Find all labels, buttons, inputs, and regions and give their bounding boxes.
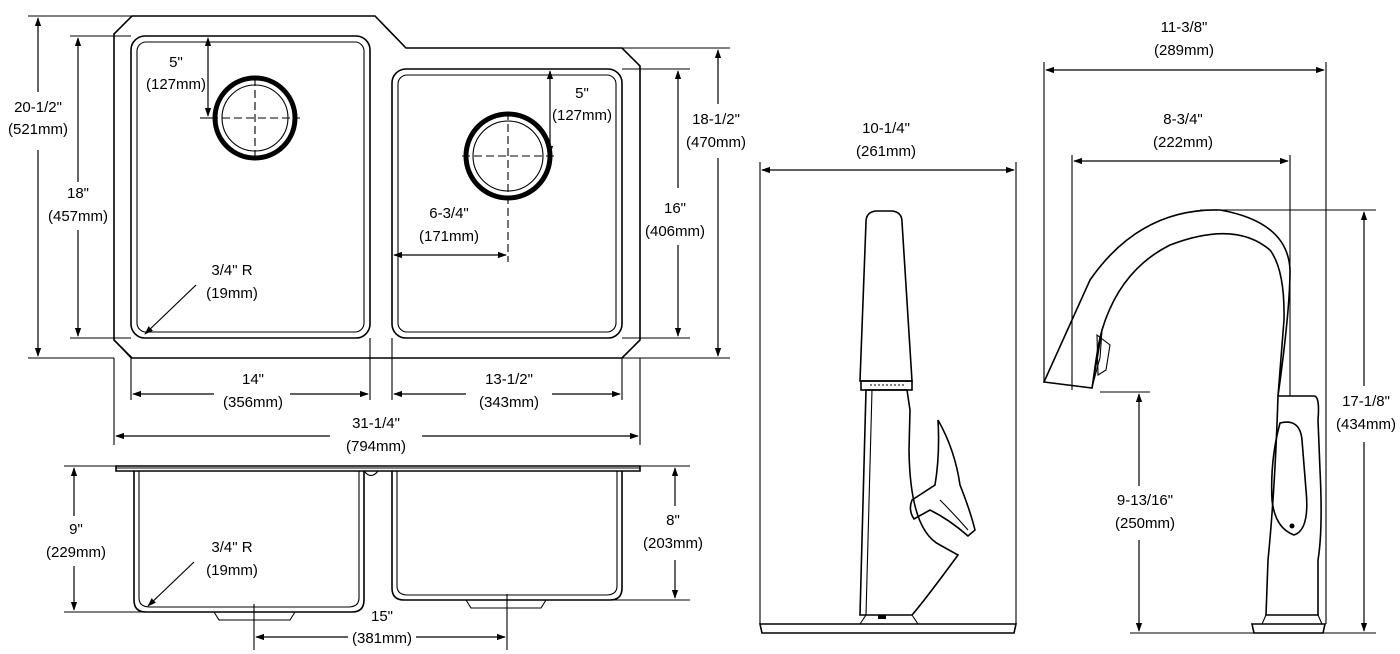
deck-width-imperial: 10-1/4" — [862, 120, 910, 137]
drain-offset-left-metric: (127mm) — [146, 76, 206, 93]
drain-offset-right-metric: (127mm) — [552, 107, 612, 124]
drain-offset-left-imperial: 5" — [169, 54, 183, 71]
right-overall-height-metric: (470mm) — [686, 134, 746, 151]
faucet-body-side — [1265, 395, 1322, 616]
reach-overall-metric: (289mm) — [1154, 42, 1214, 59]
right-depth-imperial: 8" — [666, 512, 680, 529]
corner-radius-side-metric: (19mm) — [206, 562, 258, 579]
overall-width-imperial: 31-1/4" — [352, 415, 400, 432]
deck-plate-side — [1251, 623, 1326, 634]
drain-from-edge-imperial: 6-3/4" — [429, 205, 469, 222]
corner-radius-side-imperial: 3/4" R — [211, 539, 252, 556]
spout-height-metric: (250mm) — [1115, 515, 1175, 532]
spray-head-front — [859, 210, 913, 382]
left-depth-imperial: 9" — [69, 521, 83, 538]
left-bowl-height-imperial: 18" — [67, 185, 89, 202]
deck-width-metric: (261mm) — [856, 143, 916, 160]
left-depth-metric: (229mm) — [46, 544, 106, 561]
right-bowl-height-metric: (406mm) — [645, 223, 705, 240]
spout-height-imperial: 9-13/16" — [1117, 492, 1173, 509]
overall-width-metric: (794mm) — [346, 438, 406, 455]
left-drain — [210, 75, 300, 161]
right-bowl-height-imperial: 16" — [664, 200, 686, 217]
right-bowl-outer — [391, 68, 623, 339]
drain-spacing-metric: (381mm) — [352, 630, 412, 647]
left-bowl-inner — [136, 41, 365, 333]
left-bowl-side — [133, 471, 365, 613]
spout-arc — [1042, 209, 1291, 397]
corner-radius-top-imperial: 3/4" R — [211, 262, 252, 279]
drain-from-edge-metric: (171mm) — [419, 228, 479, 245]
sink-side-view: 9" (229mm) 3/4" R (19mm) 8" (203mm) 15" … — [46, 465, 703, 650]
right-depth-metric: (203mm) — [643, 535, 703, 552]
faucet-body-front — [859, 389, 960, 616]
reach-overall-imperial: 11-3/8" — [1161, 19, 1208, 36]
handle-lever-side — [1270, 421, 1308, 536]
left-bowl-height-metric: (457mm) — [48, 208, 108, 225]
right-overall-height-imperial: 18-1/2" — [692, 111, 740, 128]
left-bowl-width-metric: (356mm) — [223, 394, 283, 411]
sink-rim — [115, 465, 641, 472]
overall-height-faucet-imperial: 17-1/8" — [1342, 393, 1390, 410]
spout-reach-imperial: 8-3/4" — [1163, 111, 1203, 128]
overall-height-faucet-metric: (434mm) — [1336, 416, 1396, 433]
spout-reach-metric: (222mm) — [1153, 134, 1213, 151]
overall-height-imperial: 20-1/2" — [14, 99, 62, 116]
faucet-front-view: 10-1/4" (261mm) — [759, 120, 1017, 634]
deck-plate — [759, 623, 1017, 634]
overall-height-metric: (521mm) — [8, 121, 68, 138]
faucet-side-view: 11-3/8" (289mm) 8-3/4" (222mm) 9-13/16" … — [1042, 19, 1396, 634]
corner-radius-top-metric: (19mm) — [206, 285, 258, 302]
right-bowl-side — [391, 471, 623, 601]
right-bowl-width-metric: (343mm) — [479, 394, 539, 411]
drain-offset-right-imperial: 5" — [575, 85, 589, 102]
right-drain — [462, 111, 556, 262]
sink-top-outline — [113, 15, 641, 359]
sink-top-view: 20-1/2" (521mm) 18" (457mm) 5" (127mm) 5… — [8, 15, 746, 455]
drain-spacing-imperial: 15" — [371, 608, 393, 625]
left-bowl-outer — [130, 35, 371, 339]
left-bowl-width-imperial: 14" — [242, 371, 264, 388]
right-bowl-inner — [397, 74, 617, 333]
handle-lever-front — [909, 419, 976, 538]
right-bowl-width-imperial: 13-1/2" — [485, 371, 533, 388]
